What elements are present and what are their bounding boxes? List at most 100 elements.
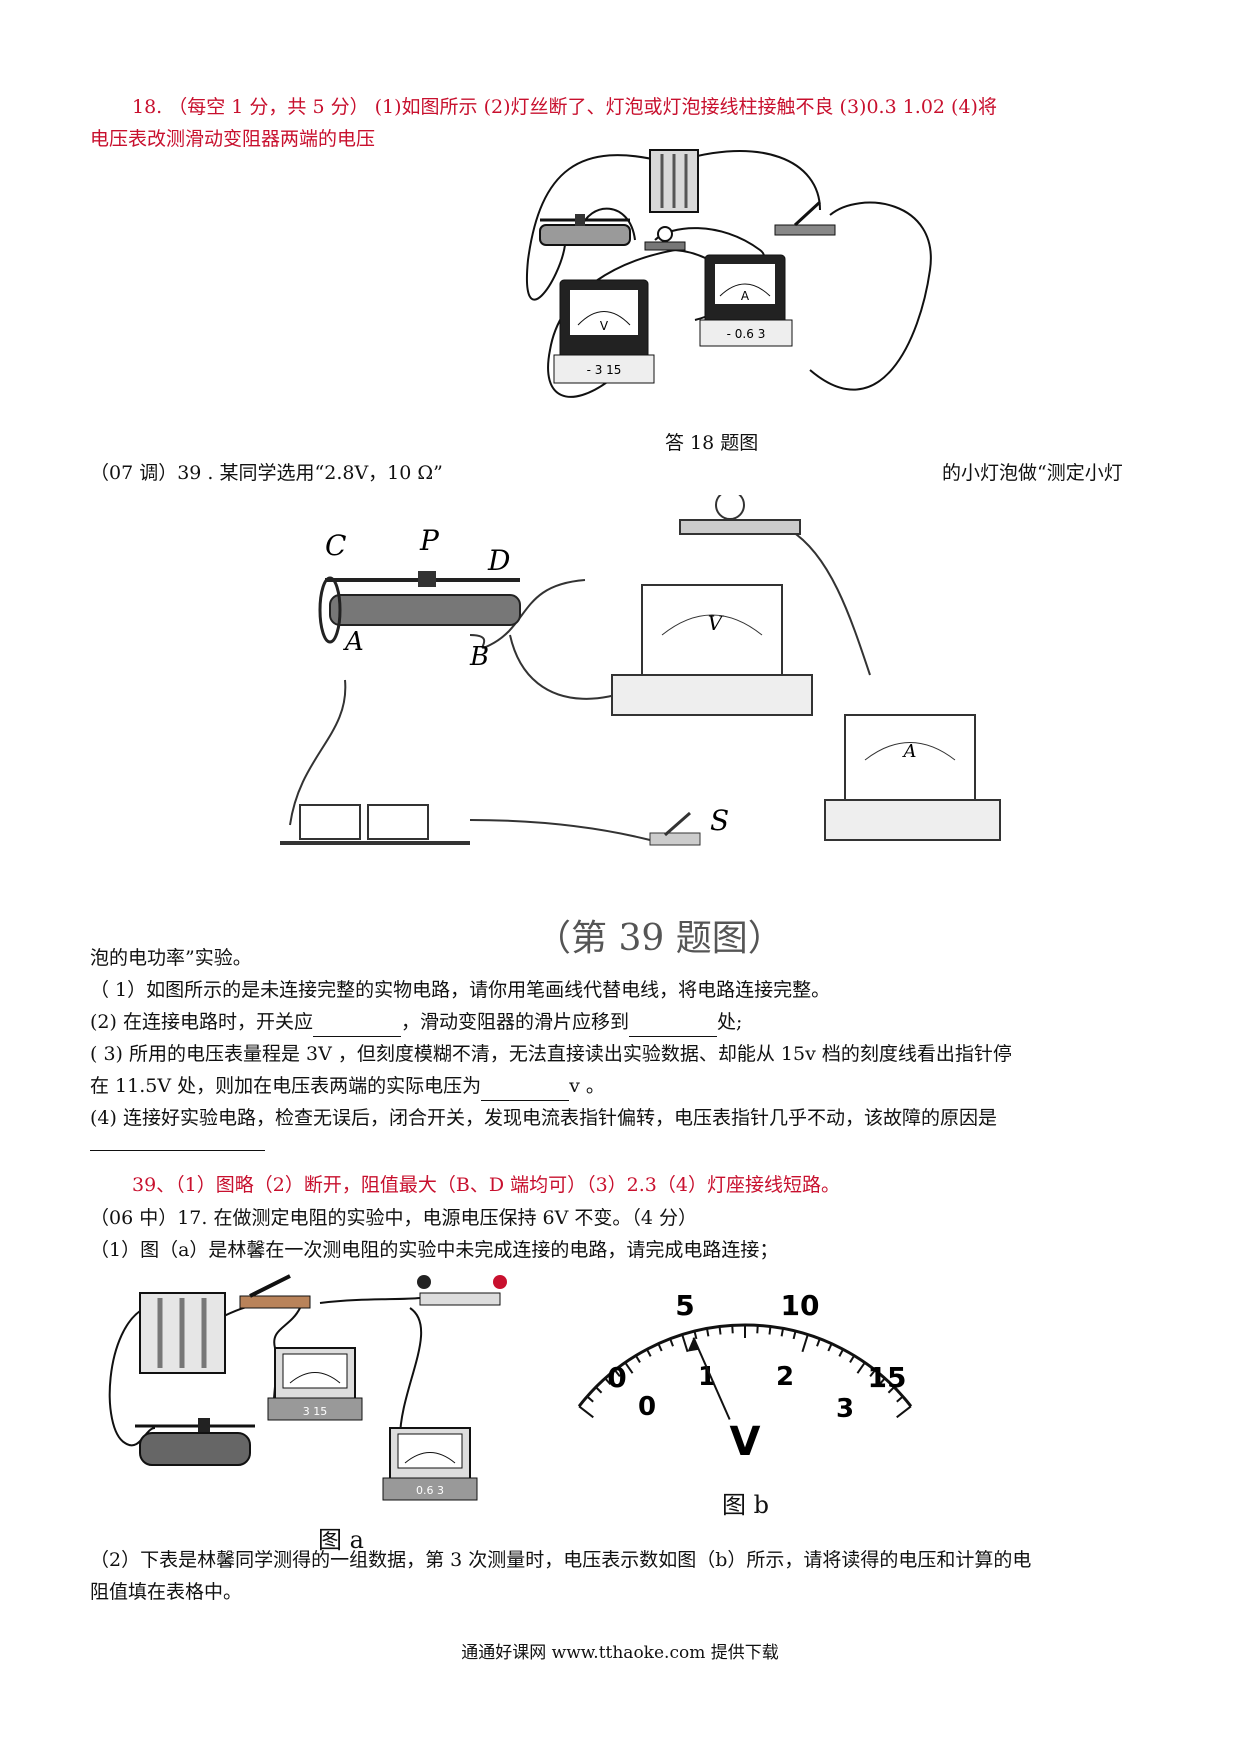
dial-tick xyxy=(578,1405,594,1419)
switch-icon xyxy=(239,1274,311,1309)
dial-tick xyxy=(657,1343,663,1352)
dial-needle xyxy=(692,1337,731,1420)
ammeter-icon: 0.6 3 xyxy=(382,1427,478,1501)
q17-part1: （1）图（a）是林馨在一次测电阻的实验中未完成连接的电路，请完成电路连接； xyxy=(90,1239,779,1261)
q39-part2: (2) 在连接电路时，开关应，滑动变阻器的滑片应移到处; xyxy=(90,1007,742,1037)
lamp-icon xyxy=(679,495,801,535)
dial-tick xyxy=(681,1334,689,1353)
figure-18-caption: 答 18 题图 xyxy=(665,432,759,454)
label-a: A xyxy=(343,627,364,657)
figure-39-caption: （第 39 题图） xyxy=(535,918,784,959)
dial-needle-head xyxy=(687,1337,700,1352)
dial-tick xyxy=(634,1355,641,1363)
q39-part3-line1: ( 3) 所用的电压表量程是 3V ，但刻度模糊不清，无法直接读出实验数据、却能… xyxy=(90,1043,1012,1065)
q39-intro-left: （07 调）39 . 某同学选用“2.8V，10 Ω” xyxy=(90,462,443,484)
q17-intro: （06 中）17. 在做测定电阻的实验中，电源电压保持 6V 不变。（4 分） xyxy=(90,1207,697,1229)
answer-line[interactable] xyxy=(90,1150,265,1151)
battery-icon xyxy=(139,1292,226,1374)
q39-part4: (4) 连接好实验电路，检查无误后，闭合开关，发现电流表指针偏转，电压表指针几乎… xyxy=(90,1107,997,1129)
q39-answer: 39、（1）图略（2）断开，阻值最大（B、D 端均可）（3）2.3（4）灯座接线… xyxy=(132,1174,840,1196)
dial-tick xyxy=(780,1328,785,1337)
blank-field[interactable] xyxy=(481,1078,570,1101)
q18-answer-line1: 18. （每空 1 分，共 5 分） (1)如图所示 (2)灯丝断了、灯泡或灯泡… xyxy=(132,96,997,118)
label-p: P xyxy=(419,524,440,557)
dial-inner-label: 1 xyxy=(698,1362,716,1392)
dial-inner-label: 2 xyxy=(776,1362,794,1392)
figure-39-circuit: C P D A B V A S （第 39 题图） xyxy=(280,495,1001,959)
label-s: S xyxy=(710,804,729,837)
svg-text:3 15: 3 15 xyxy=(303,1405,328,1418)
dial-tick xyxy=(801,1334,809,1353)
dial-tick xyxy=(878,1377,886,1385)
dial-tick xyxy=(816,1338,821,1347)
ammeter-icon: A xyxy=(824,714,1001,841)
svg-text:A: A xyxy=(741,289,750,303)
dial-tick xyxy=(768,1326,772,1335)
q39-intro-right: 的小灯泡做“测定小灯 xyxy=(942,462,1123,484)
rheostat-icon xyxy=(318,571,521,644)
dial-outer-label: 15 xyxy=(868,1361,907,1394)
figure-a-circuit: 3 15 0.6 3 xyxy=(108,1274,507,1501)
dial-tick xyxy=(718,1326,722,1335)
dial-tick xyxy=(669,1338,674,1347)
voltmeter-icon: V - 3 15 xyxy=(553,279,655,384)
q17-part2-line1: （2）下表是林馨同学测得的一组数据，第 3 次测量时，电压表示数如图（b）所示，… xyxy=(90,1549,1032,1571)
dial-tick xyxy=(827,1343,833,1352)
voltmeter-icon: V xyxy=(611,584,813,716)
dial-tick xyxy=(792,1330,797,1340)
svg-text:V: V xyxy=(708,611,725,635)
dial-tick xyxy=(849,1355,856,1363)
dial-tick xyxy=(624,1361,634,1374)
dial-outer-label: 5 xyxy=(675,1289,694,1322)
dial-tick xyxy=(869,1369,876,1378)
q17-part2-line2: 阻值填在表格中。 xyxy=(90,1581,243,1603)
dial-inner-label: 0 xyxy=(638,1392,656,1422)
dial-outer-label: 0 xyxy=(607,1361,626,1394)
dial-inner-label: 3 xyxy=(836,1394,854,1424)
figure-a-caption: 图 a xyxy=(318,1526,364,1554)
dial-tick xyxy=(586,1395,594,1403)
dial-tick xyxy=(614,1369,621,1378)
switch-icon xyxy=(774,200,836,236)
dial-tick xyxy=(887,1386,895,1394)
dial-tick xyxy=(604,1377,612,1385)
rheostat-icon xyxy=(135,1418,255,1466)
svg-text:A: A xyxy=(902,741,917,762)
dial-tick xyxy=(646,1348,652,1357)
resistor-icon xyxy=(417,1275,507,1306)
figure-18-circuit: V - 3 15 A - 0.6 3 xyxy=(525,149,932,398)
wire xyxy=(525,154,666,301)
dial-tick xyxy=(856,1361,866,1374)
q39-part1: （ 1）如图所示的是未连接完整的实物电路，请你用笔画线代替电线，将电路连接完整。 xyxy=(90,979,831,1001)
figure-b-caption: 图 b xyxy=(722,1491,769,1519)
lamp-icon xyxy=(644,226,686,251)
figure-b-voltmeter-dial: 0 5 10 15 0 1 2 3 V xyxy=(577,1289,913,1460)
label-c: C xyxy=(325,529,346,562)
blank-field[interactable] xyxy=(312,1014,401,1037)
ammeter-icon: A - 0.6 3 xyxy=(699,254,793,347)
battery-icon xyxy=(280,804,470,845)
dial-tick xyxy=(595,1386,603,1394)
battery-icon xyxy=(649,149,699,213)
label-d: D xyxy=(487,544,510,577)
dial-tick xyxy=(896,1405,912,1419)
svg-text:- 3 15: - 3 15 xyxy=(587,363,622,377)
q18-answer-line2: 电压表改测滑动变阻器两端的电压 xyxy=(90,128,376,150)
footer: 通通好课网 www.tthaoke.com 提供下载 xyxy=(461,1643,779,1663)
switch-icon xyxy=(649,811,701,846)
svg-text:0.6 3: 0.6 3 xyxy=(416,1484,444,1497)
blank-field[interactable] xyxy=(628,1014,717,1037)
dial-tick xyxy=(896,1395,904,1403)
dial-outer-label: 10 xyxy=(781,1289,820,1322)
label-b: B xyxy=(469,642,489,672)
dial-unit: V xyxy=(730,1419,761,1460)
dial-tick xyxy=(705,1328,710,1337)
rheostat-icon xyxy=(539,214,631,246)
dial-tick xyxy=(693,1330,698,1340)
voltmeter-icon: 3 15 xyxy=(267,1347,363,1421)
svg-text:V: V xyxy=(600,319,609,333)
svg-text:- 0.6 3: - 0.6 3 xyxy=(727,327,766,341)
dial-tick xyxy=(838,1348,844,1357)
q39-intro-continuation: 泡的电功率”实验。 xyxy=(90,947,252,969)
